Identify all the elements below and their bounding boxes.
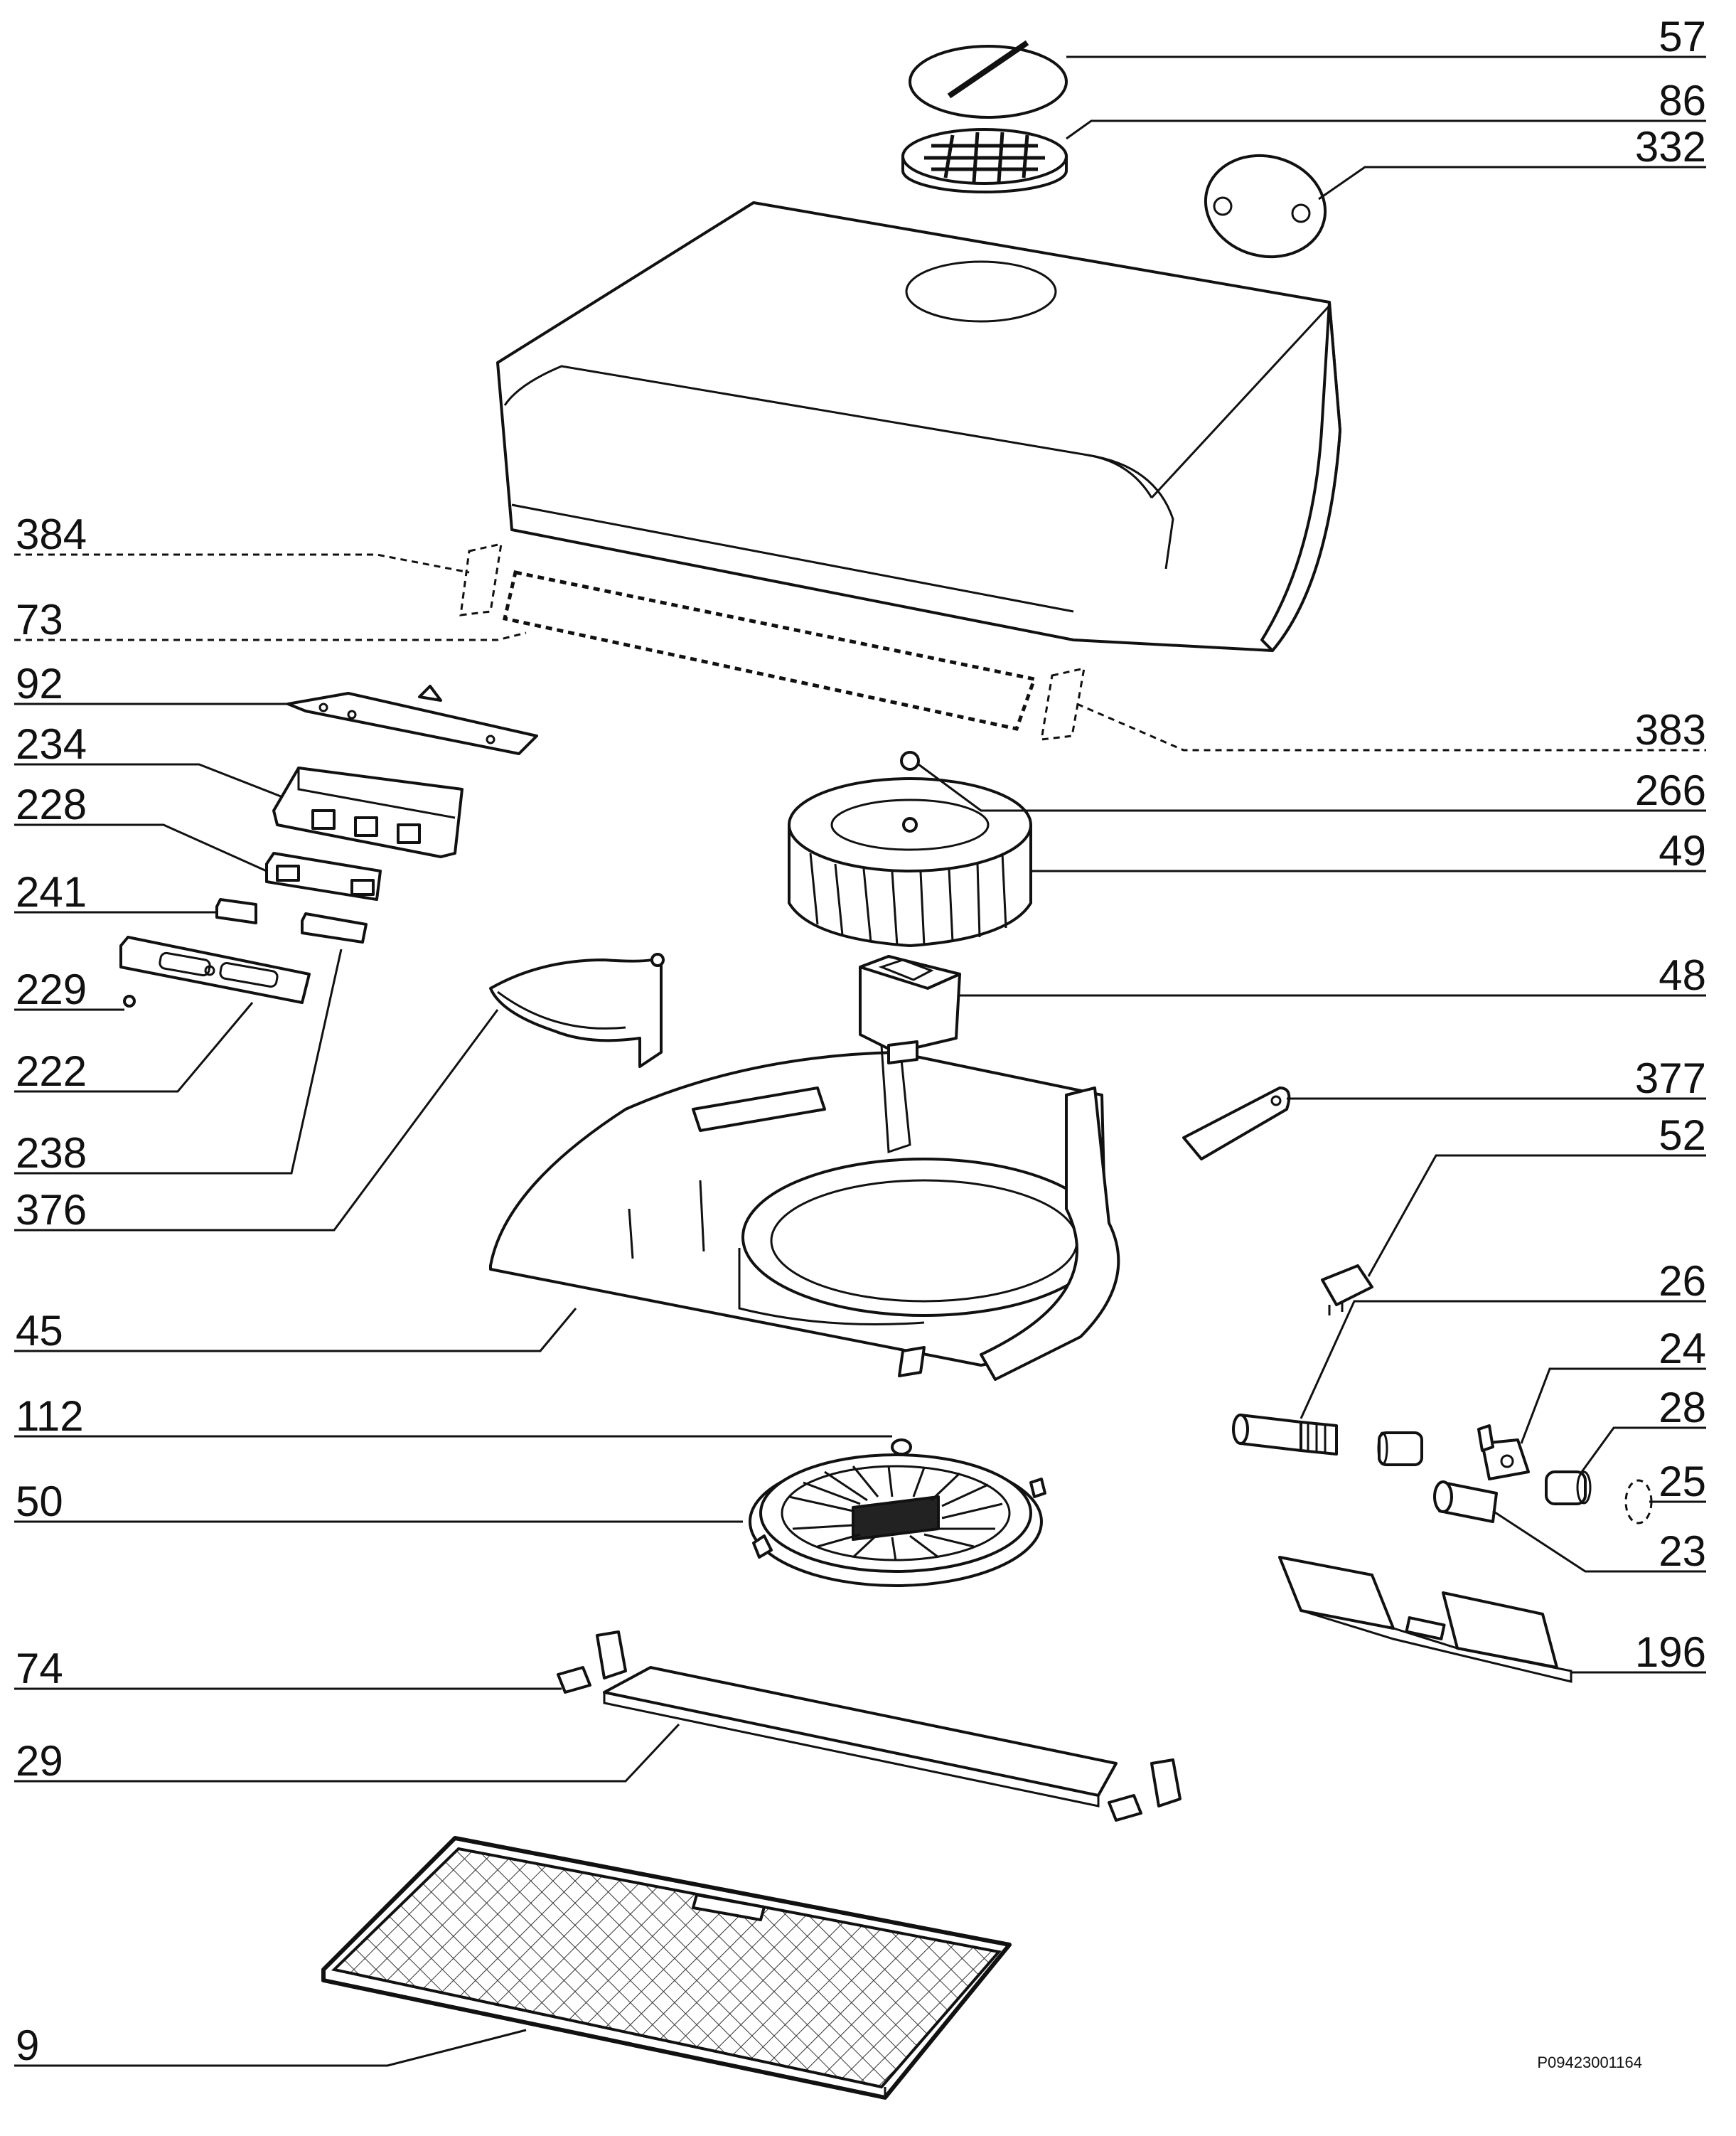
part-86-grille-ring <box>901 128 1068 193</box>
callout-383: 383 <box>1635 706 1706 754</box>
part-50-fan-cover <box>749 1453 1046 1587</box>
part-74-clip-right <box>1108 1758 1182 1822</box>
part-266-nut <box>900 751 920 771</box>
part-lamp-socket <box>1377 1431 1423 1466</box>
callout-48: 48 <box>1659 951 1706 999</box>
part-24-bracket <box>1477 1424 1530 1480</box>
part-74-clip-left <box>557 1630 627 1694</box>
callout-57: 57 <box>1659 13 1706 60</box>
callout-9: 9 <box>16 2022 39 2069</box>
part-228-switch <box>265 852 382 901</box>
callout-23: 23 <box>1659 1527 1706 1575</box>
callout-29: 29 <box>16 1737 63 1785</box>
part-376-damper-flap <box>489 953 665 1068</box>
part-26-lamp <box>1232 1414 1338 1456</box>
callout-labels: 57 86 332 384 73 92 234 228 241 229 222 … <box>16 13 1706 2071</box>
part-92-plate <box>286 685 538 755</box>
callout-234: 234 <box>16 720 87 768</box>
callout-26: 26 <box>1659 1257 1706 1305</box>
part-234-switch-housing <box>272 767 464 858</box>
leader-lines <box>14 55 1706 2067</box>
part-28-cap <box>1545 1470 1592 1505</box>
callout-25: 25 <box>1659 1458 1706 1505</box>
part-384-clip <box>459 543 503 616</box>
part-222-control-panel <box>119 936 311 1004</box>
part-377-blade-clip <box>1182 1086 1291 1160</box>
callout-238: 238 <box>16 1129 87 1177</box>
part-196-lamp-cover <box>1278 1556 1572 1683</box>
callout-24: 24 <box>1659 1325 1706 1372</box>
part-9-grease-filter <box>321 1836 1012 2100</box>
callout-196: 196 <box>1635 1628 1706 1676</box>
part-48-motor <box>859 955 961 1064</box>
callout-73: 73 <box>16 596 63 644</box>
part-238-slider-knob <box>301 912 368 944</box>
callout-112: 112 <box>16 1392 84 1440</box>
callout-376: 376 <box>16 1186 87 1234</box>
callout-28: 28 <box>1659 1384 1706 1431</box>
drawing-code: P09423001164 <box>1537 2054 1642 2071</box>
hood-body <box>496 201 1341 652</box>
part-73-strip <box>502 570 1037 731</box>
part-45-fan-housing <box>489 1037 1120 1381</box>
callout-229: 229 <box>16 966 87 1013</box>
part-229-screw <box>123 995 136 1008</box>
part-25-ring <box>1624 1479 1653 1524</box>
part-332-gasket <box>1204 154 1327 259</box>
callout-241: 241 <box>16 868 87 916</box>
part-29-filter-strip <box>603 1666 1118 1807</box>
callout-74: 74 <box>16 1645 63 1692</box>
callout-228: 228 <box>16 781 87 828</box>
part-52-connector <box>1321 1264 1373 1315</box>
part-57-cover-disc <box>909 40 1068 119</box>
callout-384: 384 <box>16 511 87 558</box>
part-383-clip <box>1040 667 1086 741</box>
part-241-slider-knob <box>215 898 257 924</box>
callout-377: 377 <box>1635 1054 1706 1102</box>
callout-332: 332 <box>1635 123 1706 171</box>
callout-86: 86 <box>1659 77 1706 124</box>
part-23-lamp-holder <box>1433 1480 1498 1523</box>
callout-52: 52 <box>1659 1111 1706 1159</box>
callout-45: 45 <box>16 1307 63 1355</box>
callout-50: 50 <box>16 1478 63 1525</box>
callout-49: 49 <box>1659 827 1706 875</box>
callout-92: 92 <box>16 660 63 707</box>
part-49-fan-wheel <box>788 777 1032 947</box>
callout-222: 222 <box>16 1047 87 1095</box>
callout-266: 266 <box>1635 767 1706 814</box>
